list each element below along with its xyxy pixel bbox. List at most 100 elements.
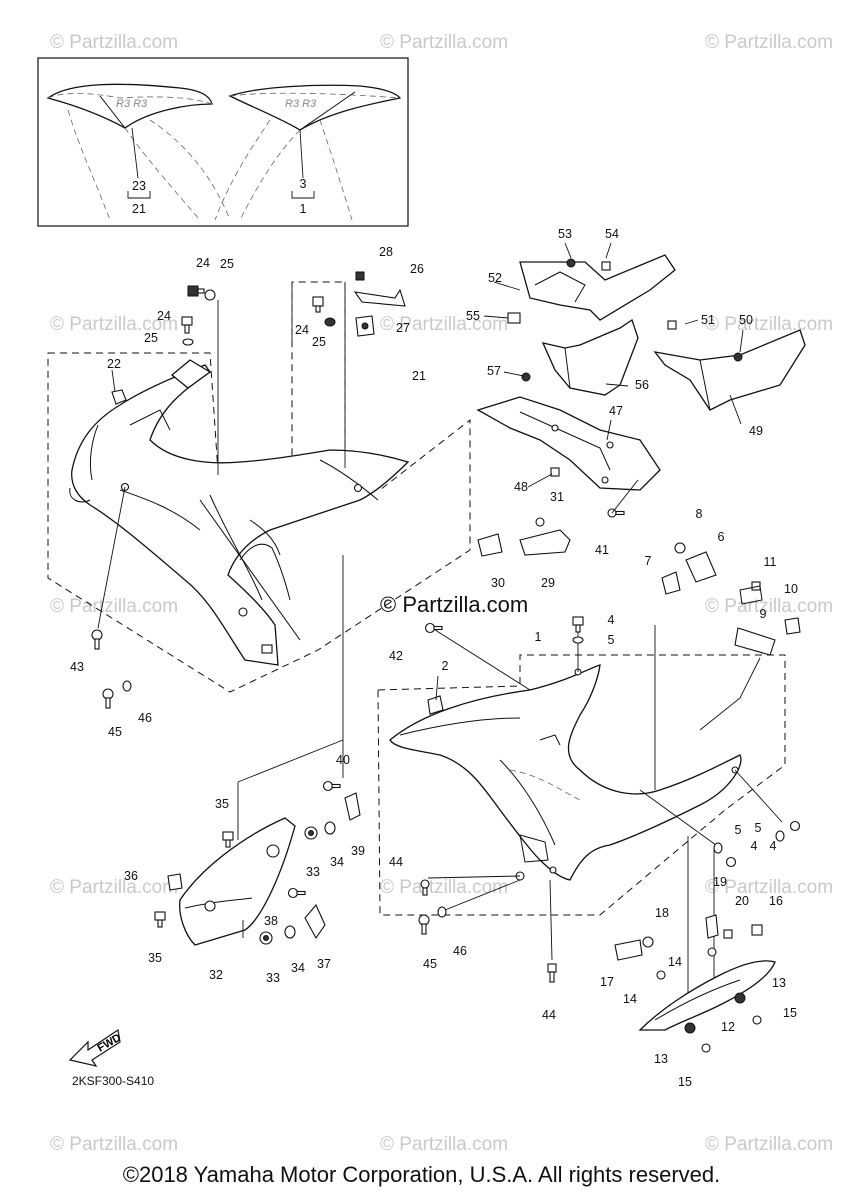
callout-40[interactable]: 40 [336, 753, 350, 767]
callout-42[interactable]: 42 [389, 649, 403, 663]
inner-panel-56 [541, 318, 639, 396]
callout-12[interactable]: 12 [721, 1020, 735, 1034]
bracket-6 [685, 551, 717, 583]
fwd-arrow: FWD [68, 1028, 123, 1067]
callout-43[interactable]: 43 [70, 660, 84, 674]
callout-33[interactable]: 33 [266, 971, 280, 985]
callout-27[interactable]: 27 [396, 321, 410, 335]
callout-20[interactable]: 20 [735, 894, 749, 908]
callout-46[interactable]: 46 [453, 944, 467, 958]
callout-4[interactable]: 4 [608, 613, 615, 627]
callout-16[interactable]: 16 [769, 894, 783, 908]
callout-14[interactable]: 14 [668, 955, 682, 969]
callout-44[interactable]: 44 [389, 855, 403, 869]
lower-left-panel-group [154, 780, 361, 946]
inner-panel-47 [476, 396, 661, 491]
callout-10[interactable]: 10 [784, 582, 798, 596]
callout-36[interactable]: 36 [124, 869, 138, 883]
callout-25[interactable]: 25 [144, 331, 158, 345]
callout-54[interactable]: 54 [605, 227, 619, 241]
left-cowl-group [47, 281, 471, 840]
watermark: © Partzilla.com [50, 314, 178, 335]
callout-5[interactable]: 5 [735, 823, 742, 837]
callout-56[interactable]: 56 [635, 378, 649, 392]
callout-13[interactable]: 13 [654, 1052, 668, 1066]
callout-38[interactable]: 38 [264, 914, 278, 928]
callout-13[interactable]: 13 [772, 976, 786, 990]
inner-panel-49 [653, 329, 806, 411]
callout-19[interactable]: 19 [713, 875, 727, 889]
right-hardware [418, 542, 801, 983]
callout-15[interactable]: 15 [783, 1006, 797, 1020]
callout-37[interactable]: 37 [317, 957, 331, 971]
callout-51[interactable]: 51 [701, 313, 715, 327]
nut-55 [507, 312, 521, 324]
callout-55[interactable]: 55 [466, 309, 480, 323]
callout-28[interactable]: 28 [379, 245, 393, 259]
watermark: © Partzilla.com [705, 314, 833, 335]
callout-33[interactable]: 33 [306, 865, 320, 879]
callout-24[interactable]: 24 [196, 256, 210, 270]
callout-52[interactable]: 52 [488, 271, 502, 285]
callout-14[interactable]: 14 [623, 992, 637, 1006]
callout-32[interactable]: 32 [209, 968, 223, 982]
callout-24[interactable]: 24 [157, 309, 171, 323]
callout-18[interactable]: 18 [655, 906, 669, 920]
callout-48[interactable]: 48 [514, 480, 528, 494]
callout-labels: 1 2 3 1 4 5 5 4 5 4 6 7 8 9 10 11 12 13 … [70, 177, 798, 1089]
callout-41[interactable]: 41 [595, 543, 609, 557]
callout-49[interactable]: 49 [749, 424, 763, 438]
callout-21[interactable]: 21 [412, 369, 426, 383]
center-watermark: © Partzilla.com [380, 592, 528, 617]
callout-17[interactable]: 17 [600, 975, 614, 989]
callout-8[interactable]: 8 [696, 507, 703, 521]
callout-4[interactable]: 4 [770, 839, 777, 853]
watermark: © Partzilla.com [705, 596, 833, 617]
callout-21-inset[interactable]: 21 [132, 202, 146, 216]
callout-4[interactable]: 4 [751, 839, 758, 853]
callout-23[interactable]: 23 [132, 179, 146, 193]
decal-inset: R3 R3 R3 R3 [37, 57, 409, 227]
left-cowl-region [47, 281, 471, 693]
callout-11[interactable]: 11 [764, 555, 777, 569]
callout-53[interactable]: 53 [558, 227, 572, 241]
callout-35[interactable]: 35 [148, 951, 162, 965]
callout-6[interactable]: 6 [718, 530, 725, 544]
callout-3[interactable]: 3 [300, 177, 307, 191]
callout-31[interactable]: 31 [550, 490, 564, 504]
callout-24[interactable]: 24 [295, 323, 309, 337]
clip-7 [661, 571, 681, 595]
bracket-17 [614, 939, 643, 961]
callout-30[interactable]: 30 [491, 576, 505, 590]
callout-26[interactable]: 26 [410, 262, 424, 276]
callout-34[interactable]: 34 [291, 961, 305, 975]
callout-5[interactable]: 5 [608, 633, 615, 647]
bracket-12 [638, 960, 776, 1031]
callout-45[interactable]: 45 [423, 957, 437, 971]
callout-35[interactable]: 35 [215, 797, 229, 811]
callout-57[interactable]: 57 [487, 364, 501, 378]
callout-29[interactable]: 29 [541, 576, 555, 590]
callout-1[interactable]: 1 [535, 630, 542, 644]
bracket-37 [304, 903, 326, 940]
callout-7[interactable]: 7 [645, 554, 652, 568]
clip-16 [751, 924, 763, 936]
callout-25[interactable]: 25 [312, 335, 326, 349]
callout-2[interactable]: 2 [442, 659, 449, 673]
callout-34[interactable]: 34 [330, 855, 344, 869]
callout-47[interactable]: 47 [609, 404, 623, 418]
bracket-26 [353, 288, 406, 307]
callout-1-inset[interactable]: 1 [300, 202, 307, 216]
callout-39[interactable]: 39 [351, 844, 365, 858]
callout-5[interactable]: 5 [755, 821, 762, 835]
callout-46[interactable]: 46 [138, 711, 152, 725]
callout-15[interactable]: 15 [678, 1075, 692, 1089]
callout-9[interactable]: 9 [760, 607, 767, 621]
callout-44[interactable]: 44 [542, 1008, 556, 1022]
callout-50[interactable]: 50 [739, 313, 753, 327]
callout-45[interactable]: 45 [108, 725, 122, 739]
callout-25[interactable]: 25 [220, 257, 234, 271]
callout-22[interactable]: 22 [107, 357, 121, 371]
watermark-layer: © Partzilla.com © Partzilla.com © Partzi… [50, 32, 833, 1155]
